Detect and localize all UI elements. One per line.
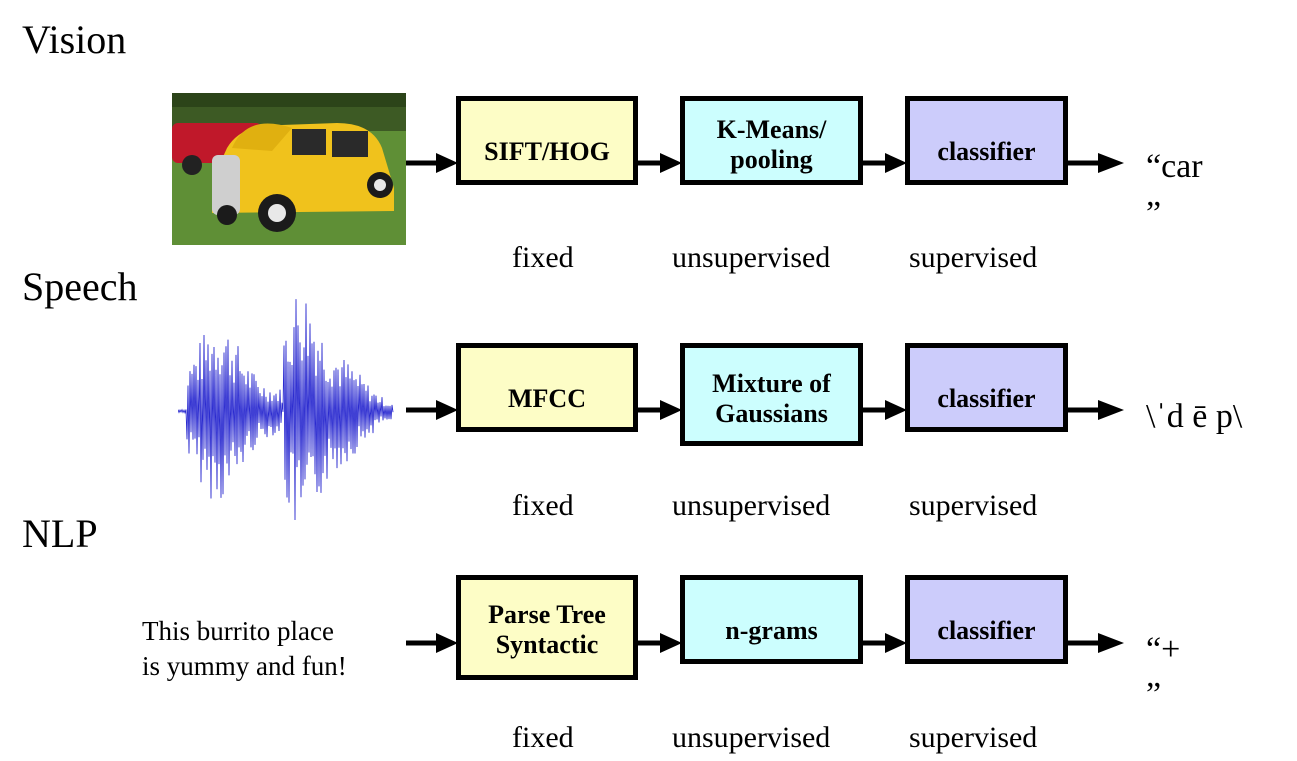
arrow-vision-1 xyxy=(638,151,682,175)
stage-label-line: SIFT/HOG xyxy=(484,136,610,166)
arrow-vision-input xyxy=(406,151,458,175)
section-title-vision: Vision xyxy=(22,17,127,62)
stage-box-parse-tree-syntactic: Parse Tree Syntactic xyxy=(456,575,638,680)
stage-type-unsupervised: unsupervised xyxy=(672,489,831,522)
arrow-nlp-2 xyxy=(863,631,907,655)
nlp-input-line: is yummy and fun! xyxy=(142,650,347,681)
arrow-speech-2 xyxy=(863,398,907,422)
stage-label-line: classifier xyxy=(937,383,1036,413)
nlp-input-line: This burrito place xyxy=(142,616,334,646)
stage-label-line: pooling xyxy=(730,144,813,174)
stage-label-line: MFCC xyxy=(508,383,586,413)
stage-label-line: Gaussians xyxy=(715,398,828,428)
stage-label-line: Parse Tree xyxy=(488,600,606,630)
stage-type-supervised: supervised xyxy=(909,721,1038,754)
car-photo-icon xyxy=(172,93,406,245)
stage-type-unsupervised: unsupervised xyxy=(672,721,831,754)
arrow-speech-input xyxy=(406,398,458,422)
waveform-icon xyxy=(178,295,398,521)
stage-box-classifier: classifier xyxy=(905,343,1068,432)
stage-box-mixture-of-gaussians: Mixture of Gaussians xyxy=(680,343,863,446)
stage-label-line: K-Means/ xyxy=(716,115,827,145)
nlp-input-text: This burrito place is yummy and fun! xyxy=(142,614,347,683)
arrow-vision-output xyxy=(1068,151,1124,175)
output-positive-close-quote: ” xyxy=(1146,676,1162,713)
stage-type-fixed: fixed xyxy=(512,489,574,522)
stage-label-line: n-grams xyxy=(725,615,818,645)
stage-label-line: Syntactic xyxy=(495,629,599,659)
stage-type-unsupervised: unsupervised xyxy=(672,241,831,274)
output-car: “car xyxy=(1146,148,1203,185)
stage-box-mfcc: MFCC xyxy=(456,343,638,432)
output-phonetic: \ˈd ē p\ xyxy=(1146,398,1243,435)
stage-label-line: classifier xyxy=(937,136,1036,166)
section-title-speech: Speech xyxy=(22,264,138,309)
output-car-close-quote: ” xyxy=(1146,195,1162,232)
stage-type-supervised: supervised xyxy=(909,489,1038,522)
arrow-speech-1 xyxy=(638,398,682,422)
stage-type-fixed: fixed xyxy=(512,721,574,754)
stage-label-line: Mixture of xyxy=(712,369,831,399)
arrow-vision-2 xyxy=(863,151,907,175)
stage-box-n-grams: n-grams xyxy=(680,575,863,664)
stage-type-fixed: fixed xyxy=(512,241,574,274)
stage-label-line: classifier xyxy=(937,615,1036,645)
stage-box-classifier: classifier xyxy=(905,96,1068,185)
stage-box-classifier: classifier xyxy=(905,575,1068,664)
stage-box-kmeans-pooling: K-Means/ pooling xyxy=(680,96,863,185)
stage-box-sift-hog: SIFT/HOG xyxy=(456,96,638,185)
stage-type-supervised: supervised xyxy=(909,241,1038,274)
output-positive: “+ xyxy=(1146,631,1181,668)
arrow-nlp-output xyxy=(1068,631,1124,655)
arrow-nlp-input xyxy=(406,631,458,655)
section-title-nlp: NLP xyxy=(22,511,98,556)
arrow-nlp-1 xyxy=(638,631,682,655)
arrow-speech-output xyxy=(1068,398,1124,422)
